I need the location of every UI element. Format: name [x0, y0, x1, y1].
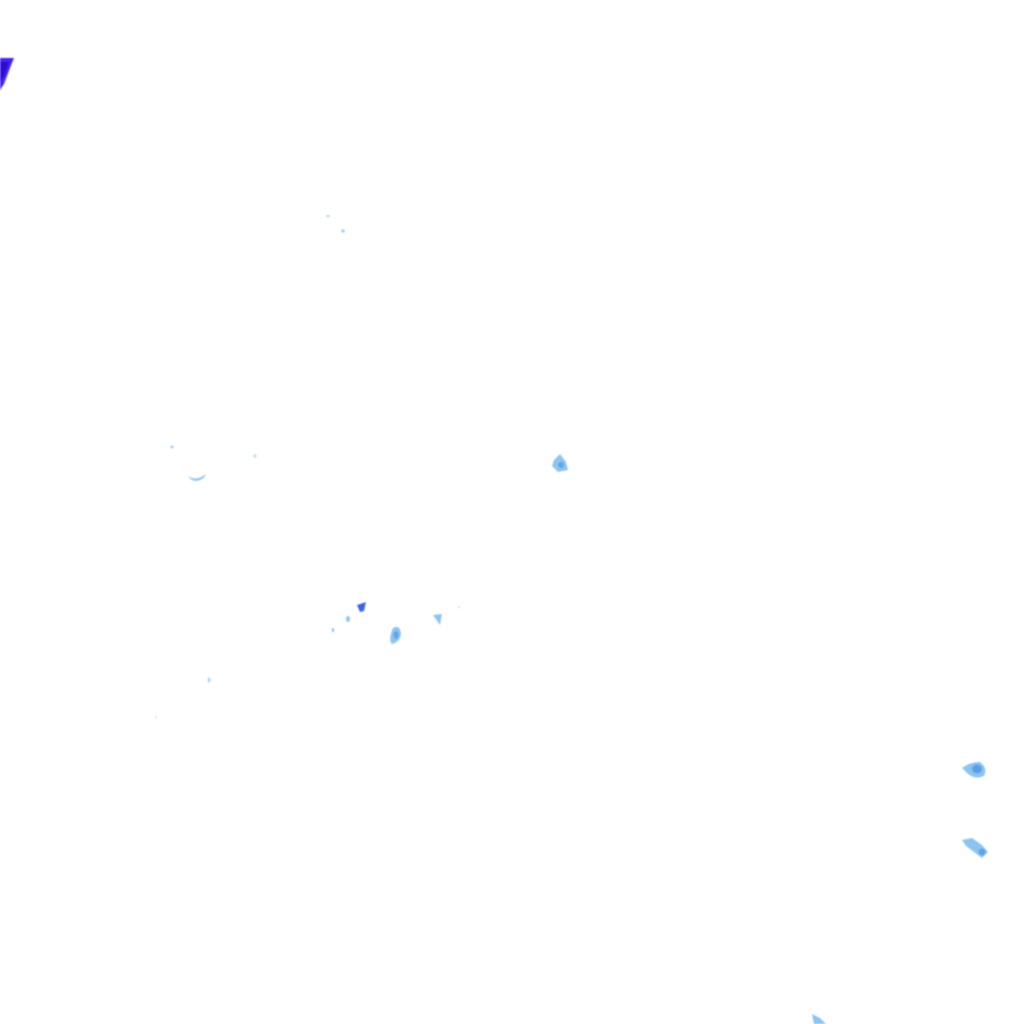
- precip-speck: [253, 454, 257, 458]
- precip-speck: [170, 445, 174, 449]
- precip-cell-medium-core: [558, 462, 564, 468]
- precip-cell-light: [812, 1014, 826, 1024]
- precip-cell-intense-core: [0, 62, 9, 82]
- precip-speck: [155, 716, 157, 718]
- precip-speck: [458, 606, 460, 608]
- precip-speck: [326, 215, 330, 217]
- precip-cell-medium-core: [978, 848, 986, 856]
- precip-cell-medium-core: [972, 764, 982, 774]
- precip-cell-strong: [357, 602, 366, 612]
- precip-cell-light: [188, 474, 206, 481]
- precip-speck: [341, 229, 345, 233]
- precip-speck: [331, 628, 335, 632]
- precip-cell-light: [433, 614, 442, 625]
- precip-speck: [346, 616, 350, 622]
- precip-cell-medium-core: [393, 631, 399, 639]
- precip-speck: [207, 677, 211, 683]
